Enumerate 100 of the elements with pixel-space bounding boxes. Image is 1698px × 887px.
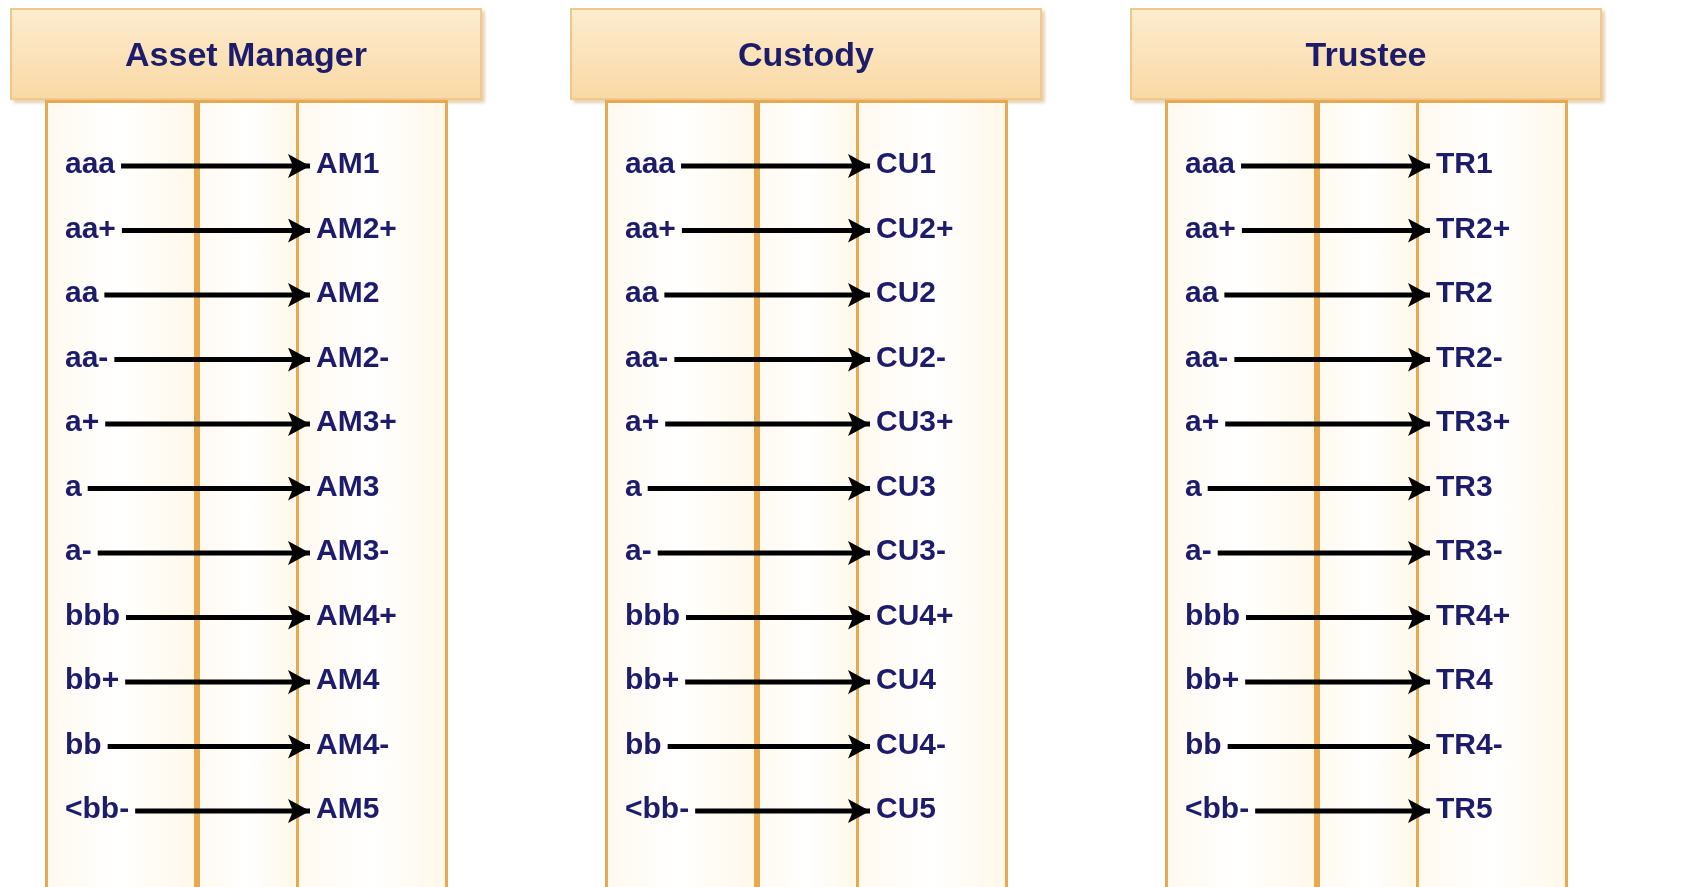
code-label: aaa — [625, 143, 676, 183]
arrow — [105, 412, 310, 436]
code-label: AM1 — [316, 143, 380, 183]
code-label: TR4 — [1436, 659, 1493, 699]
code-label: CU2- — [876, 336, 946, 377]
arrow — [664, 283, 870, 307]
arrow — [667, 734, 870, 759]
column-panel — [45, 100, 197, 887]
arrow — [1224, 283, 1430, 307]
column-panel — [605, 100, 757, 887]
arrow — [135, 799, 310, 823]
code-label: <bb- — [625, 788, 690, 828]
code-label: TR2 — [1436, 272, 1493, 312]
arrow — [87, 476, 310, 501]
code-label: CU3- — [876, 530, 946, 570]
code-label: TR4+ — [1436, 594, 1511, 635]
arrow — [107, 734, 310, 759]
code-label: a- — [1185, 530, 1212, 570]
arrow — [686, 605, 870, 630]
code-label: a — [1185, 465, 1202, 506]
arrow — [1255, 799, 1430, 823]
code-label: TR2- — [1436, 336, 1503, 377]
code-label: TR3 — [1436, 465, 1493, 506]
code-label: bb+ — [1185, 659, 1240, 699]
code-label: a+ — [1185, 401, 1220, 441]
code-label: CU5 — [876, 788, 936, 828]
arrow — [121, 154, 310, 178]
code-label: aa+ — [65, 207, 116, 248]
code-label: bb — [625, 723, 662, 764]
code-label: AM3+ — [316, 401, 397, 441]
arrow — [126, 605, 310, 630]
arrow — [1217, 541, 1430, 565]
code-label: aa — [65, 272, 99, 312]
code-label: AM4 — [316, 659, 380, 699]
code-label: a- — [625, 530, 652, 570]
column-panel — [1416, 100, 1568, 887]
arrow — [674, 347, 870, 372]
arrow — [665, 412, 870, 436]
code-label: aa+ — [1185, 207, 1236, 248]
arrow — [125, 670, 310, 694]
code-label: a — [65, 465, 82, 506]
code-label: a+ — [65, 401, 100, 441]
arrow — [1234, 347, 1430, 372]
code-label: AM2- — [316, 336, 390, 377]
header-band: Trustee — [1130, 8, 1602, 100]
code-label: bb+ — [625, 659, 680, 699]
code-label: CU4 — [876, 659, 936, 699]
code-label: AM2+ — [316, 207, 397, 248]
code-label: bb+ — [65, 659, 120, 699]
code-label: aa — [1185, 272, 1219, 312]
code-label: aa- — [65, 336, 109, 377]
code-label: AM2 — [316, 272, 380, 312]
arrow — [695, 799, 870, 823]
arrow — [1241, 218, 1430, 243]
arrow — [681, 218, 870, 243]
code-label: CU3 — [876, 465, 936, 506]
code-label: AM5 — [316, 788, 380, 828]
code-label: a — [625, 465, 642, 506]
code-label: aaa — [65, 143, 116, 183]
code-label: CU2 — [876, 272, 936, 312]
code-label: a- — [65, 530, 92, 570]
column-panel — [1165, 100, 1317, 887]
code-label: <bb- — [65, 788, 130, 828]
arrow — [97, 541, 310, 565]
arrow — [647, 476, 870, 501]
code-label: <bb- — [1185, 788, 1250, 828]
code-label: bb — [1185, 723, 1222, 764]
arrow — [104, 283, 310, 307]
arrow — [657, 541, 870, 565]
code-label: aa- — [1185, 336, 1229, 377]
arrow — [1241, 154, 1430, 178]
code-label: CU3+ — [876, 401, 954, 441]
arrow — [681, 154, 870, 178]
arrow — [114, 347, 310, 372]
code-label: bb — [65, 723, 102, 764]
code-label: CU4+ — [876, 594, 954, 635]
code-label: a+ — [625, 401, 660, 441]
code-label: TR1 — [1436, 143, 1493, 183]
code-label: TR2+ — [1436, 207, 1511, 248]
arrow — [685, 670, 870, 694]
code-label: aaa — [1185, 143, 1236, 183]
code-label: CU1 — [876, 143, 936, 183]
code-label: AM3- — [316, 530, 390, 570]
code-label: aa — [625, 272, 659, 312]
code-label: aa+ — [625, 207, 676, 248]
arrow — [1207, 476, 1430, 501]
arrow — [1225, 412, 1430, 436]
code-label: bbb — [65, 594, 120, 635]
arrow — [121, 218, 310, 243]
code-label: TR5 — [1436, 788, 1493, 828]
header-band: Custody — [570, 8, 1042, 100]
code-label: CU2+ — [876, 207, 954, 248]
code-label: AM3 — [316, 465, 380, 506]
code-label: TR3+ — [1436, 401, 1511, 441]
code-label: CU4- — [876, 723, 946, 764]
header-band: Asset Manager — [10, 8, 482, 100]
code-label: bbb — [625, 594, 680, 635]
arrow — [1246, 605, 1430, 630]
code-label: AM4- — [316, 723, 390, 764]
code-label: aa- — [625, 336, 669, 377]
